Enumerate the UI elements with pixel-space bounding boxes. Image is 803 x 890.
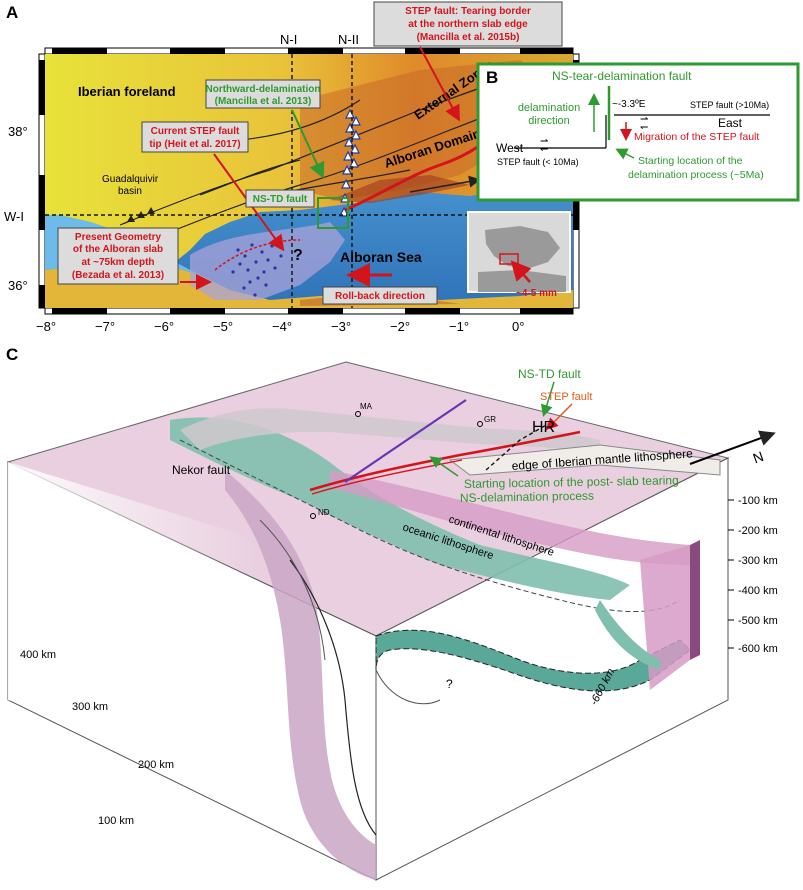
callout-step-fault: STEP fault: Tearing border at the northe… [373, 1, 563, 47]
panel-b-longitude: ~-3.3ºE [612, 99, 646, 110]
callout-geometry-line: (Bezada et al. 2013) [72, 270, 164, 281]
depth-label: -500 km [738, 615, 778, 627]
lon-label: −4° [272, 319, 292, 334]
panel-b: B NS-tear-delamination fault delaminatio… [476, 62, 800, 202]
inset-rate-label: ~4-5 mm [516, 288, 557, 299]
callout-rollback-label: Roll-back direction [335, 291, 425, 302]
panel-b-delam-line: direction [528, 115, 570, 127]
inset-map: ~4-5 mm [467, 211, 571, 299]
block-diagram [6, 361, 730, 881]
label-guadalquivir: Guadalquivir [102, 174, 159, 185]
lat-label-38: 38° [8, 124, 28, 139]
label-basin: basin [118, 186, 142, 197]
callout-geometry-line: at ~75km depth [81, 257, 154, 268]
label-iberian-foreland: Iberian foreland [78, 84, 176, 99]
lat-label-36: 36° [8, 278, 28, 293]
callout-northward-line: (Mancilla et al. 2013) [215, 96, 312, 107]
callout-step-fault-line: STEP fault: Tearing border [405, 6, 531, 17]
distance-labels: 400 km 300 km 200 km 100 km [20, 649, 174, 827]
lon-label: −3° [331, 319, 351, 334]
callout-rollback: Roll-back direction [322, 286, 438, 305]
deep-slab [375, 629, 691, 692]
distance-label: 100 km [98, 815, 134, 827]
depth-label: -200 km [738, 525, 778, 537]
svg-text:⇀: ⇀ [540, 136, 548, 147]
seismicity-dots [231, 243, 283, 297]
section-n2-label: N-II [338, 32, 359, 47]
callout-ns-td-fault: NS-TD fault [245, 189, 315, 208]
callout-geometry-line: of the Alboran slab [73, 244, 163, 255]
callout-ns-td-label: NS-TD fault [253, 194, 308, 205]
panel-b-step-old: STEP fault (>10Ma) [690, 100, 769, 110]
svg-text:↽: ↽ [640, 122, 648, 133]
label-alboran-sea: Alboran Sea [340, 249, 422, 265]
c-gr-label: GR [484, 415, 496, 424]
oceanic-lithosphere-area [170, 417, 630, 600]
c-nd-label: ND [318, 508, 330, 517]
ns-td-fault-box [317, 197, 349, 229]
continental-lithosphere-area [330, 470, 690, 565]
north-arrow [689, 430, 776, 465]
distance-label: 200 km [138, 759, 174, 771]
distance-label: 400 km [20, 649, 56, 661]
slab-curtain [225, 470, 376, 880]
lon-labels: −8° −7° −6° −5° −4° −3° −2° −1° 0° [36, 319, 524, 334]
depth-label: -300 km [738, 555, 778, 567]
svg-text:↽: ↽ [540, 144, 548, 155]
c-question: ? [446, 677, 453, 691]
panel-b-title: NS-tear-delamination fault [552, 69, 692, 83]
callout-northward-delamination: Northward-delamination (Mancilla et al. … [205, 79, 321, 109]
lon-label: −2° [390, 319, 410, 334]
c-north-label: N [751, 448, 766, 466]
distance-label: 300 km [72, 701, 108, 713]
c-hr-label: HR [532, 419, 555, 436]
label-question-a: ? [293, 247, 303, 264]
lon-label: 0° [512, 319, 524, 334]
station-triangles [339, 108, 361, 217]
panel-b-east: East [718, 116, 743, 130]
panel-c-letter: C [6, 345, 18, 364]
callout-present-geometry: Present Geometry of the Alboran slab at … [57, 227, 179, 285]
section-w1-label: W-I [4, 209, 24, 224]
c-starting-line: Starting location of the post- slab tear… [464, 473, 679, 491]
depth-labels: -100 km -200 km -300 km -400 km -500 km … [728, 495, 778, 655]
lon-label: −5° [213, 319, 233, 334]
callout-northward-line: Northward-delamination [205, 84, 320, 95]
c-nekor-label: Nekor fault [172, 463, 231, 477]
depth-label: -600 km [738, 643, 778, 655]
svg-text:⇀: ⇀ [640, 114, 648, 125]
c-starting-line: NS-delamination process [460, 489, 594, 505]
panel-b-west: West [496, 141, 524, 155]
callout-current-step-line: Current STEP fault [151, 126, 240, 137]
panel-b-starting-line: delamination process (~5Ma) [628, 169, 764, 181]
callout-current-step-tip: Current STEP fault tip (Heit et al. 2017… [141, 121, 249, 153]
section-n1-label: N-I [280, 32, 297, 47]
panel-b-step-young: STEP fault (< 10Ma) [497, 157, 579, 167]
c-step-label: STEP fault [540, 391, 592, 403]
lon-label: −8° [36, 319, 56, 334]
panel-a-letter: A [6, 3, 18, 22]
lon-label: −7° [95, 319, 115, 334]
panel-b-letter: B [486, 68, 498, 87]
panel-b-migration: Migration of the STEP fault [634, 131, 759, 143]
lon-label: −1° [449, 319, 469, 334]
ns-td-line [344, 399, 467, 483]
depth-label: -400 km [738, 585, 778, 597]
c-ns-td-label: NS-TD fault [518, 367, 581, 381]
depth-label: -100 km [738, 495, 778, 507]
c-ma-label: MA [360, 402, 373, 411]
callout-step-fault-line: at the northern slab edge [408, 19, 528, 30]
callout-step-fault-line: (Mancilla et al. 2015b) [417, 32, 520, 43]
panel-b-starting-line: Starting location of the [638, 155, 743, 167]
lon-label: −6° [154, 319, 174, 334]
panel-b-delam-line: delamination [518, 102, 580, 114]
callout-current-step-line: tip (Heit et al. 2017) [149, 139, 240, 150]
callout-geometry-line: Present Geometry [75, 232, 162, 243]
